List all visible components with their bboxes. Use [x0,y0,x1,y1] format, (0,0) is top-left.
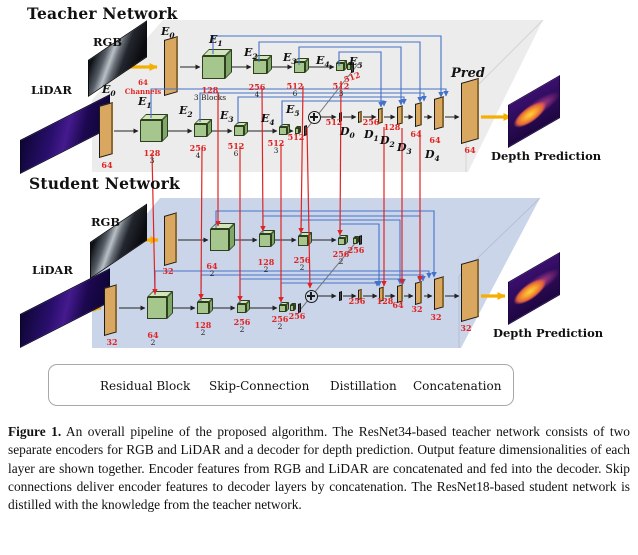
skip-connection-line [300,219,403,285]
teacher-rgb-e2-block [253,60,267,74]
skip-connection-line [237,96,407,124]
skip-connection-line [298,46,404,106]
skip-connection-line [258,41,423,103]
skip-connection-line [338,51,384,108]
student-lidar-e1-block [147,297,167,319]
student-rgb-e3-block [298,236,308,246]
distillation-line [198,147,204,300]
teacher-lidar-e5-block [295,128,299,134]
student-lidar-e5-block [290,305,294,311]
skip-connection-line [339,223,382,287]
distillation-line [260,87,266,232]
distillation-line [298,85,304,234]
skip-connection-line [215,210,437,278]
teacher-lidar-e1-block [140,120,162,142]
student-lidar-e4-block [279,305,286,312]
skip-connection-line [150,88,449,118]
student-rgb-e2-block [259,234,271,247]
skip-connection-line [281,100,387,126]
teacher-rgb-e5-block [347,64,351,70]
skip-connection-line [262,215,423,283]
student-lidar-e3-block [237,304,246,313]
teacher-lidar-e3-block [234,126,244,136]
teacher-lidar-e2-block [194,124,207,137]
distillation-line [337,80,343,236]
skip-connection-line [199,92,427,122]
teacher-rgb-e4-block [336,63,344,71]
student-rgb-e5-block [353,238,357,244]
skip-connection-line [280,281,380,304]
teacher-lidar-e4-block [279,127,287,135]
student-lidar-e2-block [197,302,209,314]
distillation-line [306,126,313,289]
teacher-concatenation-icon [307,110,321,124]
skip-connection-line [212,35,444,98]
student-concatenation-icon [304,289,318,303]
student-rgb-e1-block [210,229,229,251]
teacher-rgb-e1-block [202,56,225,79]
student-rgb-e4-block [338,238,345,245]
distillation-line [151,152,158,295]
